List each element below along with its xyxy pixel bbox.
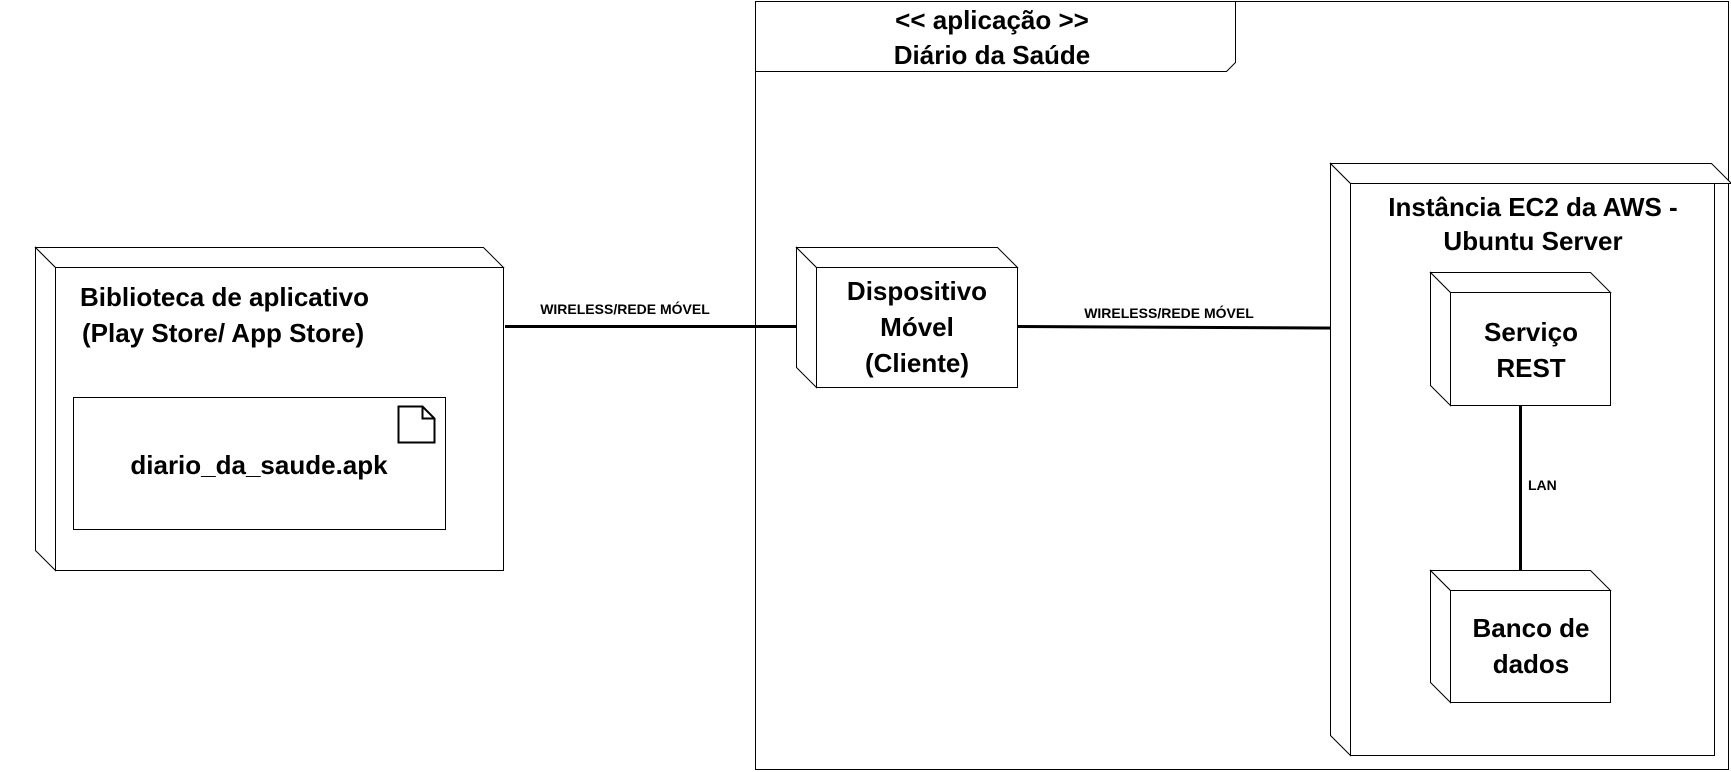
database-node-line2: dados [1493,649,1570,679]
frame-title: Diário da Saúde [894,40,1091,70]
edge-rest-database: LAN [1519,406,1557,571]
database-node-line1: Banco de [1472,613,1589,643]
document-icon [397,405,436,444]
edge-device-rest-label: WIRELESS/REDE MÓVEL [1084,304,1254,321]
library-node-title: Biblioteca de aplicativo [80,282,369,312]
artifact-apk[interactable]: diario_da_saude.apk [73,397,446,530]
library-node-subtitle: (Play Store/ App Store) [82,318,364,348]
artifact-label: diario_da_saude.apk [130,450,388,480]
ec2-node-title: Instância EC2 da AWS - [1388,192,1677,222]
frame-stereotype: << aplicação >> [895,5,1089,35]
edge-rest-database-label: LAN [1528,477,1557,493]
rest-node[interactable]: Serviço REST [1429,271,1612,407]
rest-node-line2: REST [1496,353,1565,383]
rest-node-line1: Serviço [1484,317,1578,347]
ec2-node-subtitle: Ubuntu Server [1443,226,1622,256]
edge-library-device-label: WIRELESS/REDE MÓVEL [540,300,710,317]
device-node[interactable]: Dispositivo Móvel (Cliente) [795,246,1019,389]
database-node[interactable]: Banco de dados [1429,569,1612,704]
edge-library-device: WIRELESS/REDE MÓVEL [505,300,796,328]
device-node-line3: (Cliente) [865,348,969,378]
device-node-line2: Móvel [880,312,954,342]
device-node-line1: Dispositivo [847,276,987,306]
